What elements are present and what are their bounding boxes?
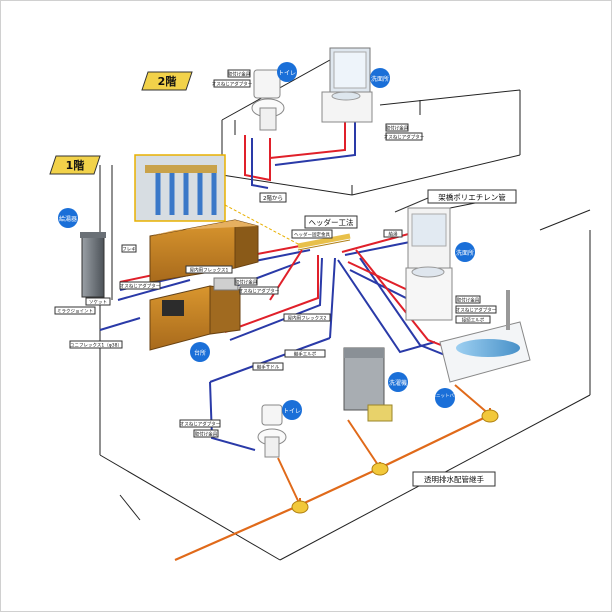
svg-text:フレキ: フレキ: [122, 247, 136, 253]
badge-label: トイレ: [283, 408, 301, 415]
svg-text:オスねじアダプター: オスねじアダプター: [212, 81, 253, 88]
floor-tag-2f: 2階: [141, 71, 193, 91]
svg-text:取付け金具: 取付け金具: [195, 431, 218, 438]
small-callouts-1f: オスねじアダプター 屋内用フレックス1 取付け金具 オスねじアダプター フレキ …: [54, 229, 497, 438]
svg-text:取付け金具: 取付け金具: [228, 71, 251, 78]
svg-text:2階: 2階: [158, 74, 177, 88]
washbasin-icon: [321, 47, 373, 123]
badge-label: 給湯器: [59, 215, 77, 223]
svg-text:継手エルボ: 継手エルボ: [294, 351, 317, 358]
badge-label: トイレ: [278, 70, 296, 77]
stove-icon: [149, 277, 241, 351]
badge-laundry: 洗濯機: [388, 372, 408, 392]
badge-toilet-2f: トイレ: [277, 62, 297, 82]
svg-text:架橋ポリエチレン管: 架橋ポリエチレン管: [438, 192, 506, 202]
badge-washroom-2f: 洗面所: [370, 68, 390, 88]
header-manifold: [297, 233, 351, 251]
drain-fitting-icon: [291, 500, 309, 514]
badge-washroom-1f: 洗面所: [455, 242, 475, 262]
toilet-icon: [251, 69, 285, 131]
callout-header-fitting: ヘッダー固定金具: [291, 229, 333, 239]
pipes-cold: [99, 229, 471, 451]
pipe-photo-inset: [134, 154, 301, 246]
svg-text:オスねじアダプター: オスねじアダプター: [180, 421, 221, 428]
svg-text:オスねじアダプター: オスねじアダプター: [456, 307, 497, 314]
svg-text:屋内用フレックス1: 屋内用フレックス1: [190, 267, 229, 274]
svg-text:ユニフレックス1（φ38）: ユニフレックス1（φ38）: [70, 343, 122, 349]
vanity-icon: [405, 207, 453, 321]
badge-bath: ユニットバス: [432, 388, 459, 408]
drain-line: [174, 384, 499, 562]
small-callouts-2f: 取付け金具 オスねじアダプター 取付け金具 オスねじアダプター: [212, 69, 425, 141]
badge-kitchen: 台所: [190, 342, 210, 362]
svg-text:オスねじアダプター: オスねじアダプター: [239, 288, 280, 295]
water-heater-icon: [80, 232, 106, 298]
svg-text:オスねじアダプター: オスねじアダプター: [120, 283, 161, 290]
svg-text:取付け金具: 取付け金具: [386, 125, 409, 132]
svg-text:1階: 1階: [66, 158, 85, 172]
floor-tag-1f: 1階: [49, 155, 101, 175]
svg-text:ヘッダー固定金具: ヘッダー固定金具: [294, 231, 330, 238]
svg-text:接続エルボ: 接続エルボ: [462, 317, 485, 324]
badge-label: 洗面所: [371, 75, 389, 83]
svg-text:2階から: 2階から: [263, 194, 283, 202]
badge-toilet-1f: トイレ: [282, 400, 302, 420]
toilet-icon: [257, 404, 287, 458]
svg-text:取付け金具: 取付け金具: [235, 279, 258, 286]
svg-text:ミラクジョイント: ミラクジョイント: [57, 309, 93, 315]
callout-pe-pipe: 架橋ポリエチレン管: [394, 189, 517, 213]
callout-header-method: ヘッダー工法: [304, 215, 358, 229]
svg-text:取付け金具: 取付け金具: [457, 297, 480, 304]
svg-text:ヘッダー工法: ヘッダー工法: [309, 217, 354, 227]
badge-label: 洗濯機: [389, 379, 407, 387]
badge-water-heater: 給湯器: [58, 208, 78, 228]
badge-label: 台所: [194, 349, 206, 357]
svg-text:屋内用フレックス2: 屋内用フレックス2: [288, 315, 327, 322]
svg-text:透明排水配管継手: 透明排水配管継手: [424, 474, 484, 484]
washing-machine-icon: [343, 347, 393, 422]
badge-label: ユニットバス: [432, 393, 459, 399]
svg-text:継手サドル: 継手サドル: [257, 364, 280, 371]
svg-text:給湯: 給湯: [389, 231, 398, 238]
badge-label: 洗面所: [456, 249, 474, 257]
pipes-second-floor: [244, 120, 356, 189]
bathtub-icon: [439, 290, 531, 383]
svg-text:ソケット: ソケット: [89, 299, 107, 306]
svg-text:オスねじアダプター: オスねじアダプター: [384, 134, 425, 141]
callout-drain: 透明排水配管継手: [412, 471, 496, 487]
callout-to-2f: 2階から: [259, 192, 287, 203]
drain-fitting-icon: [371, 462, 389, 476]
drain-fitting-icon: [481, 409, 499, 423]
